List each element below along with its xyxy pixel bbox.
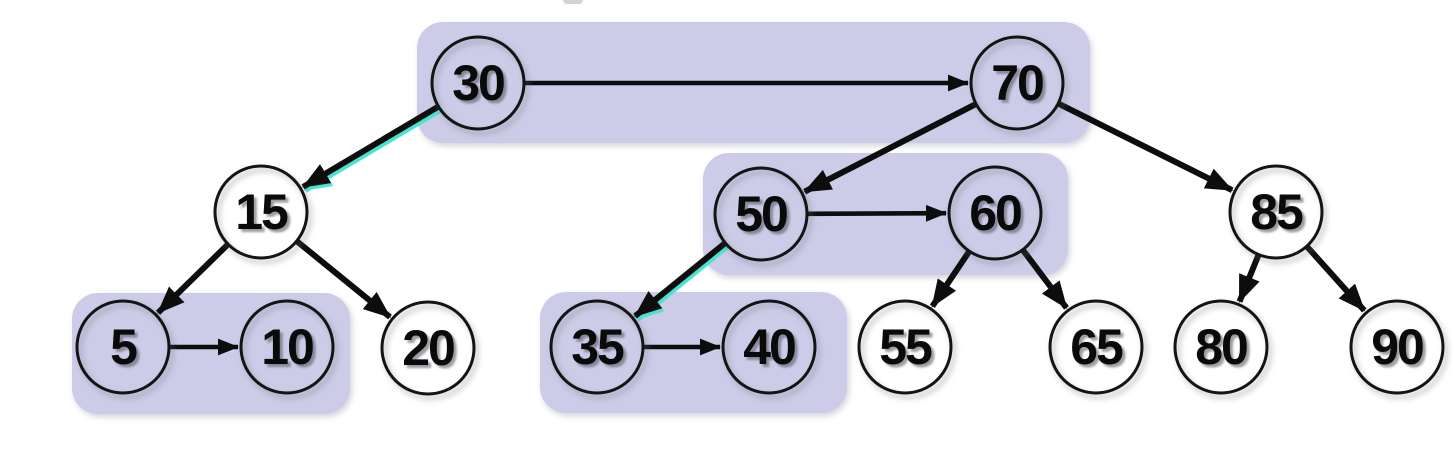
edge-15-20 [295,239,392,320]
tree-node-10: 10 [239,299,335,395]
edge-accent-30-15 [303,107,442,193]
node-circle-30 [430,35,526,131]
tree-node-35: 35 [549,299,645,395]
node-circle-60 [947,165,1043,261]
node-label-60: 60 [969,185,1021,241]
node-label-20: 20 [402,320,454,376]
nodes-layer: 30 70 15 50 60 85 5 10 20 35 40 55 65 80 90 [75,35,1445,396]
node-circle-20 [380,300,476,396]
node-label-90: 90 [1371,319,1423,375]
node-circle-10 [239,299,335,395]
tree-node-70: 70 [969,35,1065,131]
tree-node-85: 85 [1228,164,1324,260]
node-label-5: 5 [110,319,137,375]
edge-30-15 [301,104,440,190]
tree-node-5: 5 [75,299,171,395]
edge-60-55 [929,250,972,308]
edge-85-90 [1305,244,1367,313]
edge-15-5 [155,242,230,315]
node-circle-65 [1048,299,1144,395]
tree-node-30: 30 [430,35,526,131]
node-circle-40 [721,299,817,395]
node-label-65: 65 [1070,319,1123,375]
edge-85-80 [1236,254,1262,303]
node-circle-85 [1228,164,1324,260]
node-label-15: 15 [235,184,288,240]
node-circle-70 [969,35,1065,131]
node-circle-90 [1349,299,1445,395]
node-circle-80 [1173,299,1269,395]
node-circle-5 [75,299,171,395]
tree-node-90: 90 [1349,299,1445,395]
edge-50-35 [633,241,727,319]
node-label-30: 30 [452,55,504,111]
tree-node-80: 80 [1173,299,1269,395]
node-label-40: 40 [743,319,795,375]
tree-node-55: 55 [857,299,953,395]
tree-node-60: 60 [947,165,1043,261]
edges-layer [155,74,1367,356]
tree-node-65: 65 [1048,299,1144,395]
tree-node-40: 40 [721,299,817,395]
node-label-85: 85 [1250,184,1303,240]
tree-node-50: 50 [713,166,809,262]
node-circle-50 [713,166,809,262]
tree-node-15: 15 [213,164,309,260]
top-edge-artifact [563,0,583,4]
edge-70-50 [803,101,977,195]
edge-70-85 [1057,101,1234,193]
node-label-35: 35 [571,319,624,375]
node-label-70: 70 [991,55,1043,111]
node-label-80: 80 [1195,319,1247,375]
tree-node-20: 20 [380,300,476,396]
node-label-55: 55 [879,319,932,375]
edge-50-60 [807,204,948,222]
edge-60-65 [1020,248,1069,310]
group-highlight-35-40 [540,292,847,413]
node-circle-35 [549,299,645,395]
node-circle-55 [857,299,953,395]
node-label-50: 50 [735,186,787,242]
node-circle-15 [213,164,309,260]
group-highlight-5-10 [72,293,350,414]
node-label-10: 10 [261,319,313,375]
